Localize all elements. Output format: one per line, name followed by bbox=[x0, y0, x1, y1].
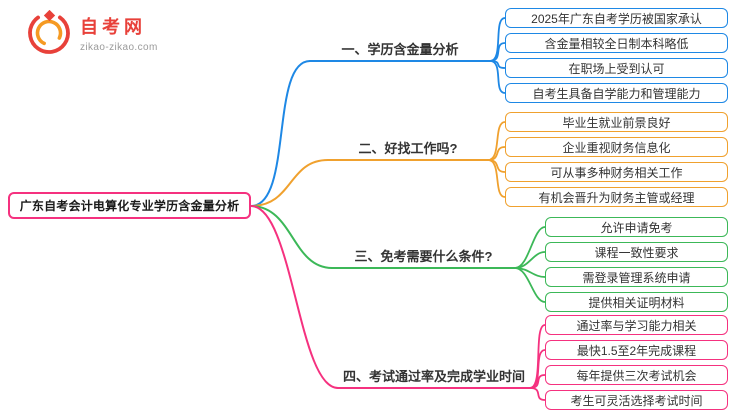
branch-3-leaf-4: 提供相关证明材料 bbox=[545, 292, 728, 312]
branch-3-label: 三、免考需要什么条件? bbox=[354, 249, 493, 264]
zikao-logo-icon bbox=[26, 9, 72, 61]
branch-4-leaf-2: 最快1.5至2年完成课程 bbox=[545, 340, 728, 360]
branch-3-leaf-3: 需登录管理系统申请 bbox=[545, 267, 728, 287]
branch-1-leaf-1: 2025年广东自考学历被国家承认 bbox=[505, 8, 728, 28]
branch-4-leaf-4: 考生可灵活选择考试时间 bbox=[545, 390, 728, 410]
logo-title: 自考网 bbox=[80, 17, 146, 38]
branch-1-leaf-4: 自考生具备自学能力和管理能力 bbox=[505, 83, 728, 103]
branch-1-leaf-3: 在职场上受到认可 bbox=[505, 58, 728, 78]
branch-1-leaf-2: 含金量相较全日制本科略低 bbox=[505, 33, 728, 53]
branch-1-label: 一、学历含金量分析 bbox=[341, 42, 459, 57]
branch-4-label: 四、考试通过率及完成学业时间 bbox=[342, 369, 525, 384]
branch-3-leaf-2: 课程一致性要求 bbox=[545, 242, 728, 262]
branch-2-label: 二、好找工作吗? bbox=[358, 141, 458, 156]
branch-3-leaf-1: 允许申请免考 bbox=[545, 217, 728, 237]
branch-4-leaf-3: 每年提供三次考试机会 bbox=[545, 365, 728, 385]
branch-4-leaf-1: 通过率与学习能力相关 bbox=[545, 315, 728, 335]
root-topic: 广东自考会计电算化专业学历含金量分析 bbox=[8, 192, 251, 219]
site-logo: 自考网 zikao-zikao.com bbox=[26, 9, 158, 61]
logo-url: zikao-zikao.com bbox=[80, 41, 158, 53]
branch-2-leaf-1: 毕业生就业前景良好 bbox=[505, 112, 728, 132]
branch-2-leaf-4: 有机会晋升为财务主管或经理 bbox=[505, 187, 728, 207]
branch-2-leaf-2: 企业重视财务信息化 bbox=[505, 137, 728, 157]
branch-2-leaf-3: 可从事多种财务相关工作 bbox=[505, 162, 728, 182]
